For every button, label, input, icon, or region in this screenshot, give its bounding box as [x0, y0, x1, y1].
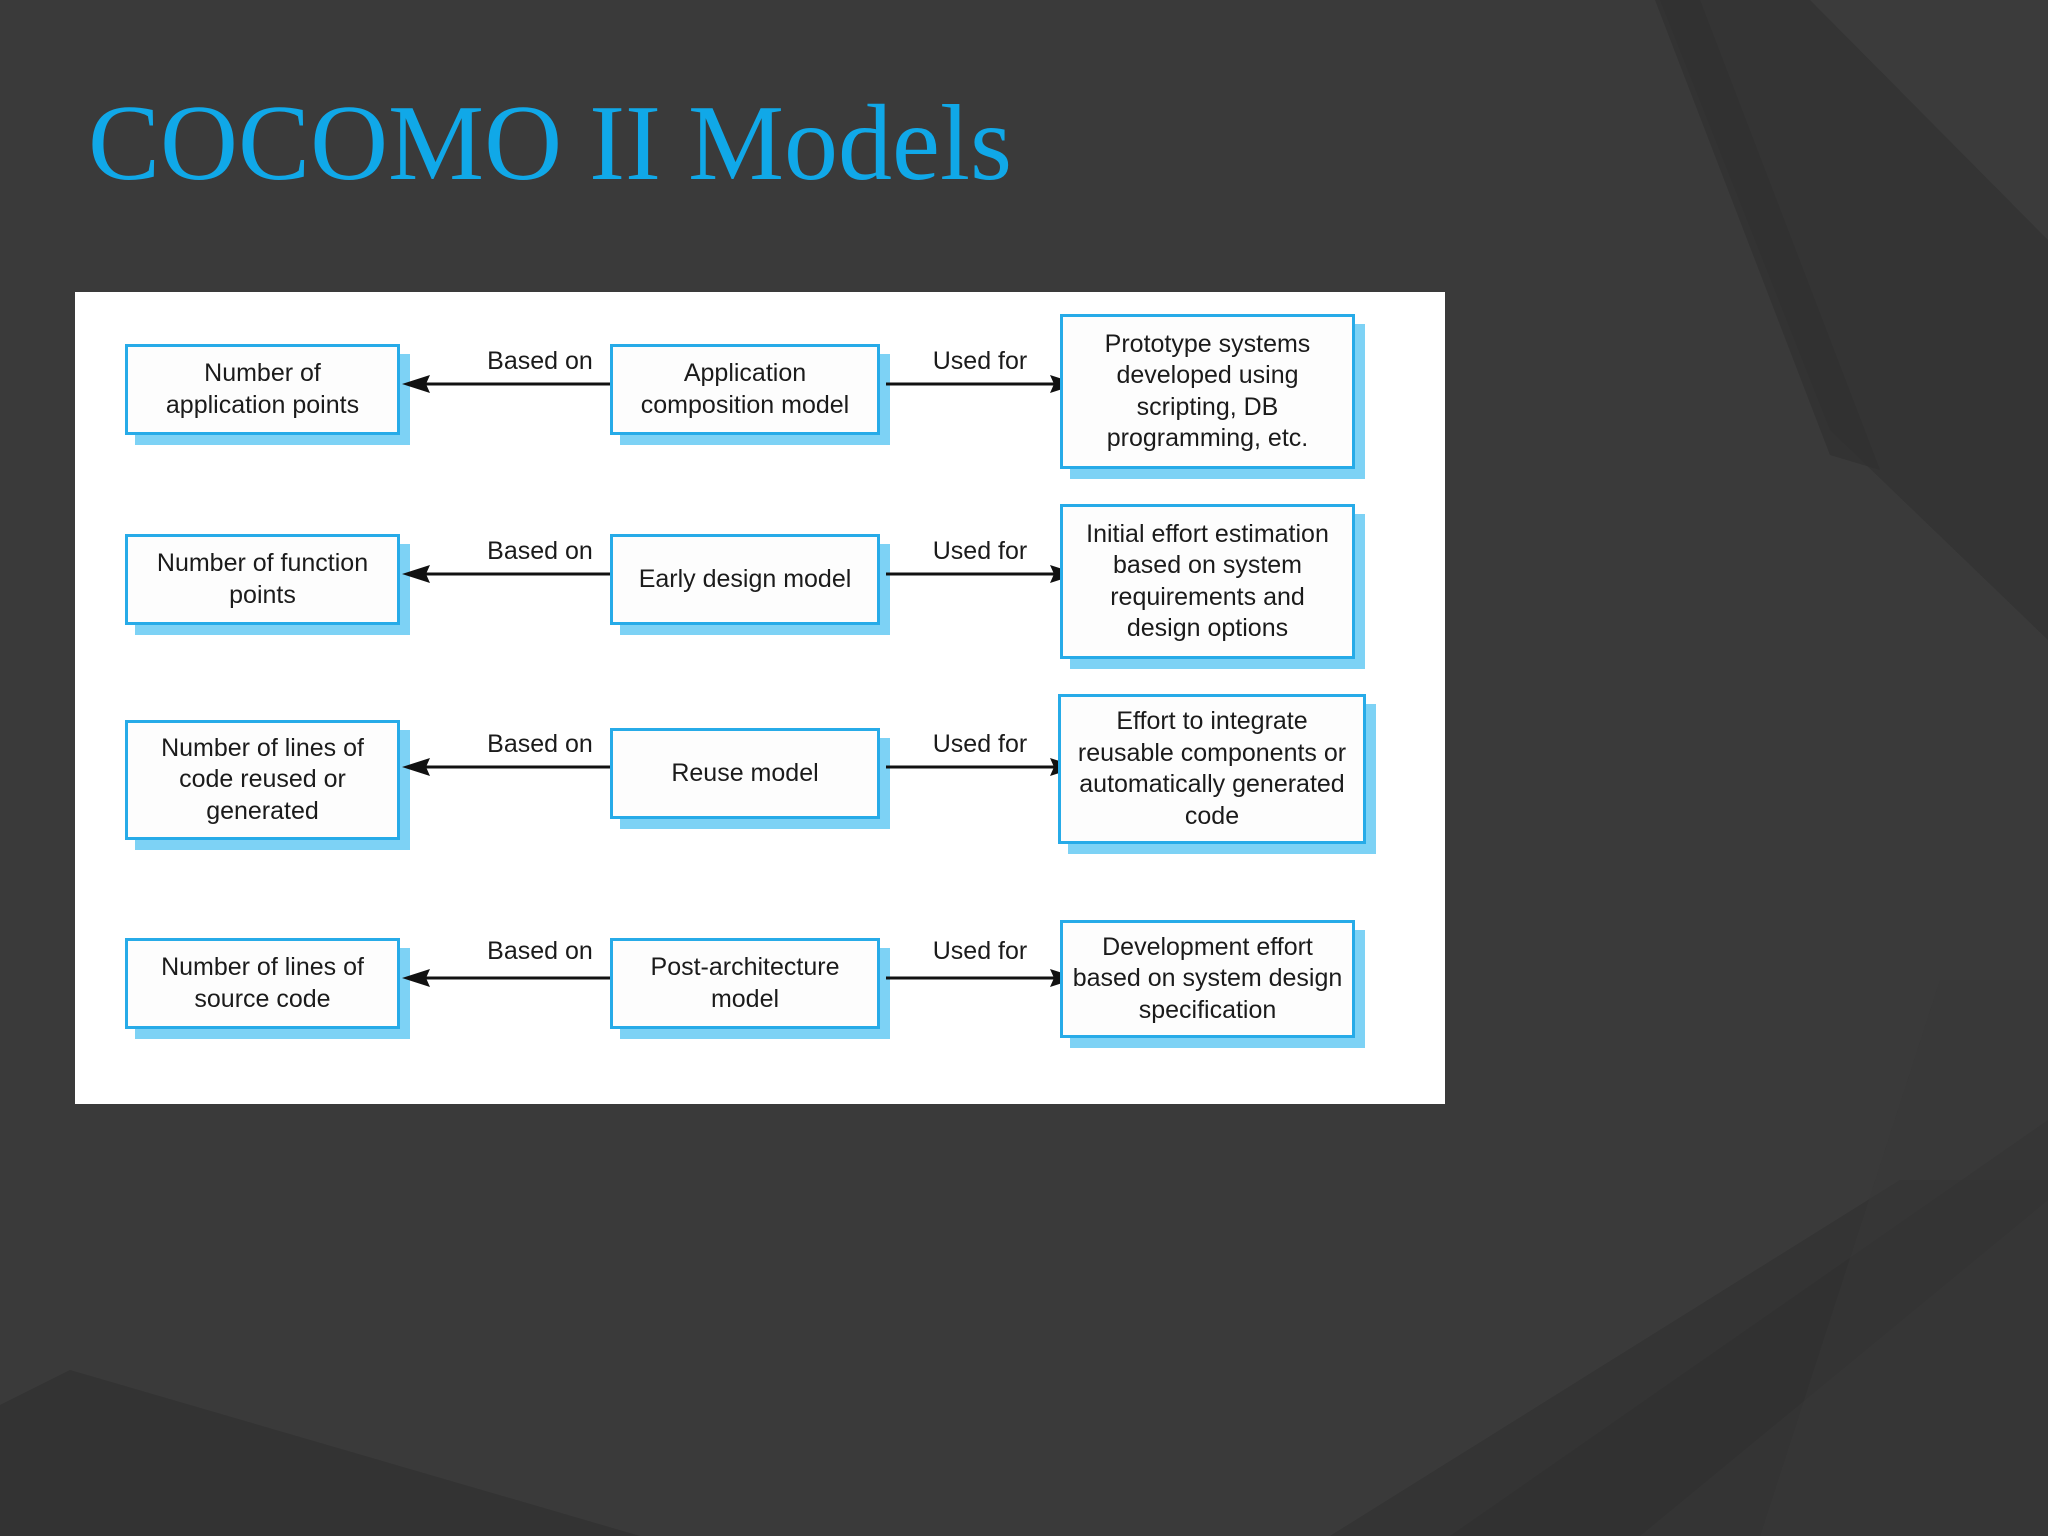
usage-line-2: based on system design: [1072, 964, 1343, 993]
model-box-4[interactable]: Post-architecture model: [610, 938, 880, 1029]
model-line-1: Application: [683, 359, 807, 387]
row-2: Number of function points Based on Early…: [75, 482, 1445, 702]
metric-box-1[interactable]: Number of application points: [125, 344, 400, 435]
usage-line-1: Prototype systems: [1104, 329, 1311, 358]
metric-line-1: Number of: [204, 359, 321, 387]
metric-line-2: points: [229, 580, 296, 609]
diagram-panel: Number of application points Based on Ap…: [75, 292, 1445, 1104]
usage-line-3: scripting, DB: [1136, 392, 1279, 421]
metric-line-2: code reused or: [179, 765, 346, 794]
usage-line-1: Effort to integrate: [1116, 707, 1308, 735]
usage-line-4: code: [1184, 801, 1240, 830]
usage-box-3[interactable]: Effort to integrate reusable components …: [1058, 694, 1366, 844]
usage-line-2: developed using: [1116, 361, 1299, 389]
usage-line-3: automatically generated: [1079, 770, 1345, 798]
page-title: COCOMO II Models: [88, 84, 1013, 203]
usage-box-1[interactable]: Prototype systems developed using script…: [1060, 314, 1355, 469]
arrow-label-used-for-2: Used for: [932, 537, 1028, 565]
metric-line-2: source code: [194, 984, 331, 1013]
arrow-used-for-1: [886, 375, 1078, 393]
row-4: Number of lines of source code Based on …: [75, 882, 1445, 1102]
metric-line-3: generated: [206, 796, 319, 825]
usage-box-2[interactable]: Initial effort estimation based on syste…: [1060, 504, 1355, 659]
usage-line-3: specification: [1138, 995, 1277, 1024]
arrow-label-used-for-3: Used for: [932, 730, 1028, 758]
model-line-2: composition model: [640, 390, 850, 419]
metric-box-2[interactable]: Number of function points: [125, 534, 400, 625]
arrow-used-for-3: [886, 758, 1078, 776]
model-line-1: Reuse model: [671, 758, 819, 787]
row-1: Number of application points Based on Ap…: [75, 292, 1445, 1104]
model-line-1: Early design model: [638, 564, 852, 593]
model-box-1[interactable]: Application composition model: [610, 344, 880, 435]
model-box-3[interactable]: Reuse model: [610, 728, 880, 819]
metric-line-1: Number of lines of: [161, 733, 364, 762]
row-3: Number of lines of code reused or genera…: [75, 672, 1445, 902]
arrow-used-for-4: [886, 969, 1078, 987]
arrow-label-based-on-4: Based on: [487, 937, 593, 965]
cocomo-flow-diagram: Number of application points Based on Ap…: [75, 292, 1445, 1104]
usage-line-4: design options: [1126, 614, 1289, 642]
metric-box-3[interactable]: Number of lines of code reused or genera…: [125, 720, 400, 840]
usage-line-1: Initial effort estimation: [1086, 519, 1329, 548]
arrow-label-used-for-1: Used for: [932, 347, 1028, 375]
model-line-1: Post-architecture: [650, 953, 840, 981]
metric-line-2: application points: [165, 390, 360, 419]
arrow-label-based-on-2: Based on: [487, 537, 593, 565]
arrow-label-based-on-3: Based on: [487, 730, 593, 758]
usage-line-2: based on system: [1113, 551, 1302, 579]
metric-line-1: Number of function: [156, 549, 369, 577]
arrow-label-based-on-1: Based on: [487, 347, 593, 375]
arrow-label-used-for-4: Used for: [932, 937, 1028, 965]
metric-line-1: Number of lines of: [161, 953, 364, 981]
model-box-2[interactable]: Early design model: [610, 534, 880, 625]
usage-box-4[interactable]: Development effort based on system desig…: [1060, 920, 1355, 1038]
usage-line-3: requirements and: [1110, 582, 1305, 611]
usage-line-1: Development effort: [1102, 932, 1313, 961]
usage-line-4: programming, etc.: [1106, 424, 1309, 452]
model-line-2: model: [710, 984, 780, 1013]
metric-box-4[interactable]: Number of lines of source code: [125, 938, 400, 1029]
usage-line-2: reusable components or: [1077, 738, 1347, 767]
arrow-used-for-2: [886, 565, 1078, 583]
